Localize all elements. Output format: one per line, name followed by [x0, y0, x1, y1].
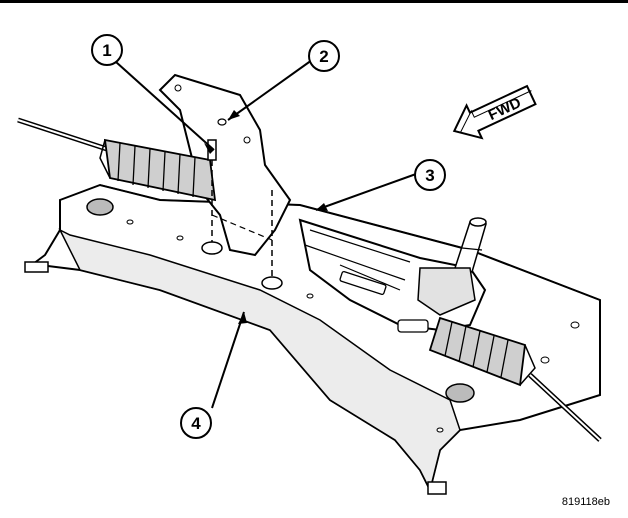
right-tie-rod [528, 373, 602, 442]
callout-1-label: 1 [102, 41, 111, 60]
mount-bolts [201, 118, 283, 290]
callout-4: 4 [180, 407, 212, 439]
left-tie-rod [17, 117, 111, 153]
callout-1: 1 [91, 34, 123, 66]
right-boot [428, 316, 536, 387]
steering-gear [298, 217, 487, 333]
callout-4-label: 4 [191, 414, 201, 433]
callout-2: 2 [308, 40, 340, 72]
top-rule [0, 0, 628, 3]
leader-lines [115, 59, 417, 409]
callout-2-label: 2 [319, 47, 328, 66]
figure-id: 819118eb [561, 496, 610, 508]
direction-arrow-icon: FWD [452, 84, 537, 140]
callout-3: 3 [414, 159, 446, 191]
crossmember [24, 183, 601, 495]
callout-3-label: 3 [425, 166, 434, 185]
left-boot [99, 138, 217, 202]
